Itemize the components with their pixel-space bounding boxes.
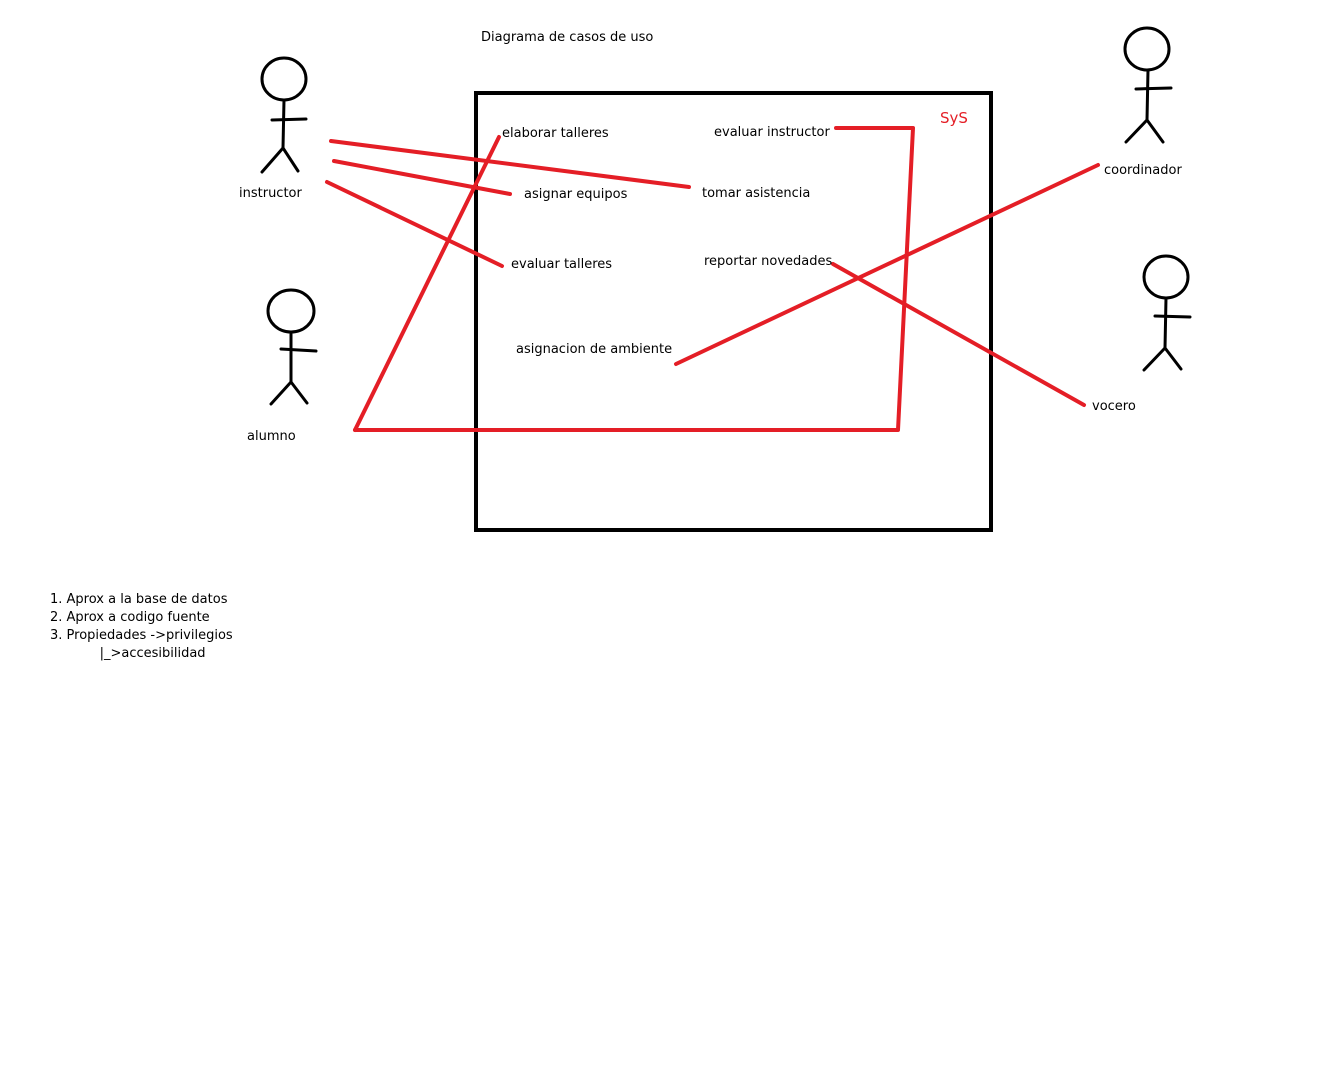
use-case-asignacion-de-ambiente: asignacion de ambiente (516, 342, 673, 357)
use-case-evaluar-talleres: evaluar talleres (511, 257, 613, 272)
association-alumno-evaluar-instructor (353, 126, 915, 432)
actor-label-instructor: instructor (239, 186, 302, 201)
actor-label-vocero: vocero (1092, 399, 1136, 414)
diagram-title: Diagrama de casos de uso (481, 30, 654, 45)
association-instructor-tomar-asistencia (329, 139, 691, 189)
association-instructor-evaluar-talleres (325, 180, 504, 268)
use-case-tomar-asistencia: tomar asistencia (702, 186, 811, 201)
use-case-evaluar-instructor: evaluar instructor (714, 125, 830, 140)
actor-figure-vocero (1142, 254, 1192, 372)
association-vocero-reportar-novedades (831, 262, 1086, 407)
note-line-3: 3. Propiedades ->privilegios (50, 628, 233, 643)
association-alumno-elaborar-talleres (353, 135, 501, 432)
use-case-elaborar-talleres: elaborar talleres (502, 126, 609, 141)
actor-figure-coordinador (1123, 26, 1173, 144)
actor-label-alumno: alumno (247, 429, 296, 444)
note-line-4: |_>accesibilidad (50, 646, 206, 661)
system-boundary (474, 91, 993, 532)
note-line-1: 1. Aprox a la base de datos (50, 592, 228, 607)
actor-label-coordinador: coordinador (1104, 163, 1182, 178)
note-line-2: 2. Aprox a codigo fuente (50, 610, 210, 625)
notes-list: 1. Aprox a la base de datos 2. Aprox a c… (50, 591, 233, 663)
use-case-reportar-novedades: reportar novedades (704, 254, 833, 269)
actor-figure-instructor (260, 56, 308, 174)
association-coordinador-asignacion-de-ambiente (674, 163, 1100, 366)
association-instructor-asignar-equipos (332, 159, 512, 196)
system-label: SyS (940, 109, 968, 127)
use-case-asignar-equipos: asignar equipos (524, 187, 628, 202)
actor-figure-alumno (266, 288, 318, 406)
